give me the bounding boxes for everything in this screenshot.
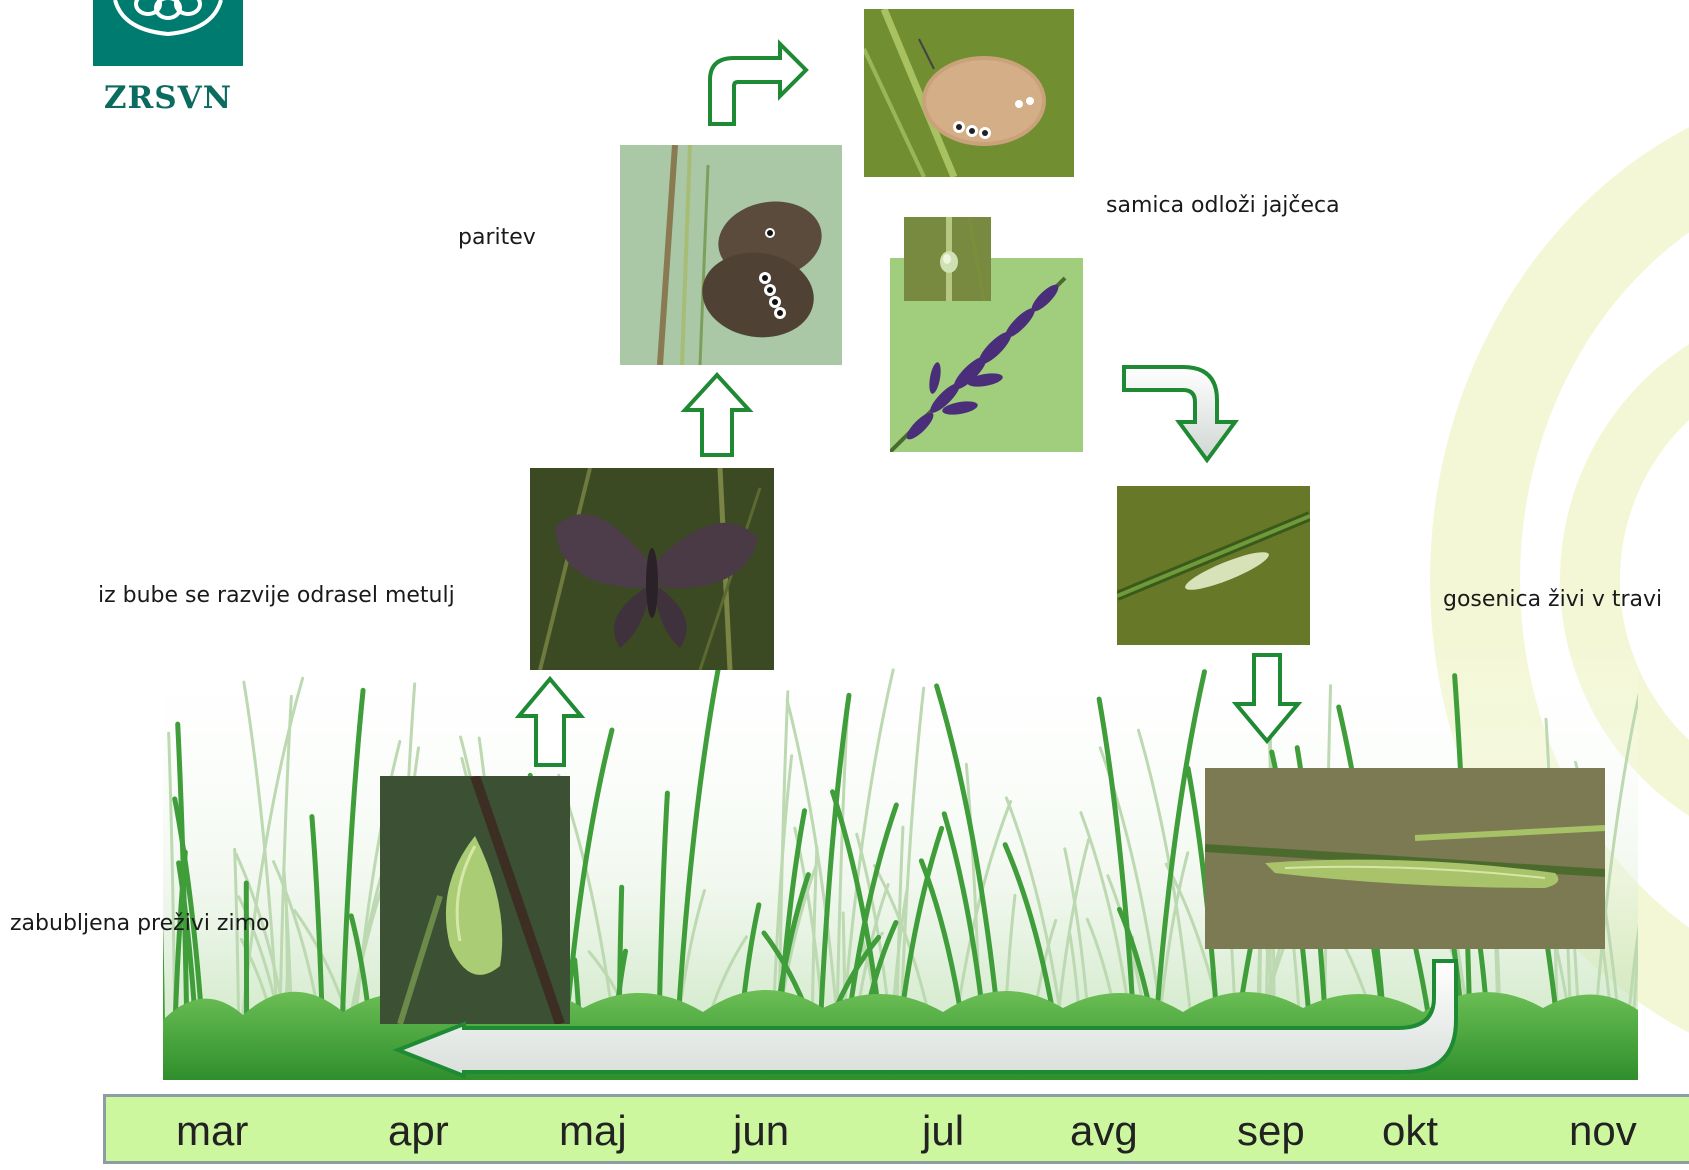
larva-caption: gosenica živi v travi bbox=[1443, 587, 1662, 612]
arrow-turn-to-larva bbox=[1121, 364, 1241, 464]
grown-larva-photo bbox=[1205, 768, 1605, 949]
arrow-turn-to-female bbox=[706, 40, 810, 126]
month-nov: nov bbox=[1569, 1107, 1637, 1155]
adult-butterfly-photo bbox=[530, 468, 774, 670]
egg-laying-caption: samica odloži jajčeca bbox=[1106, 193, 1340, 218]
arrow-up-to-adult bbox=[516, 676, 584, 768]
month-jun: jun bbox=[733, 1107, 789, 1155]
arrow-down-to-grown-larva bbox=[1232, 652, 1302, 744]
month-okt: okt bbox=[1382, 1107, 1438, 1155]
month-timeline: mar apr maj jun jul avg sep okt nov bbox=[103, 1094, 1689, 1164]
mating-butterflies-photo bbox=[620, 145, 842, 365]
arrow-up-to-mating bbox=[682, 372, 752, 458]
month-maj: maj bbox=[559, 1107, 627, 1155]
pupa-caption: zabubljena preživi zimo bbox=[10, 911, 269, 936]
female-butterfly-photo bbox=[864, 9, 1074, 177]
logo-emblem bbox=[93, 0, 243, 66]
month-apr: apr bbox=[388, 1107, 449, 1155]
month-mar: mar bbox=[176, 1107, 248, 1155]
month-avg: avg bbox=[1070, 1107, 1138, 1155]
month-sep: sep bbox=[1237, 1107, 1305, 1155]
arrow-return-to-pupa bbox=[394, 958, 1460, 1078]
young-larva-photo bbox=[1117, 486, 1310, 645]
zrsvn-logo: ZRSVN bbox=[93, 0, 243, 116]
egg-on-grass-inset-photo bbox=[904, 217, 991, 301]
mating-caption: paritev bbox=[458, 225, 536, 250]
logo-text: ZRSVN bbox=[93, 80, 243, 116]
adult-emergence-caption: iz bube se razvije odrasel metulj bbox=[98, 583, 455, 608]
month-jul: jul bbox=[922, 1107, 964, 1155]
